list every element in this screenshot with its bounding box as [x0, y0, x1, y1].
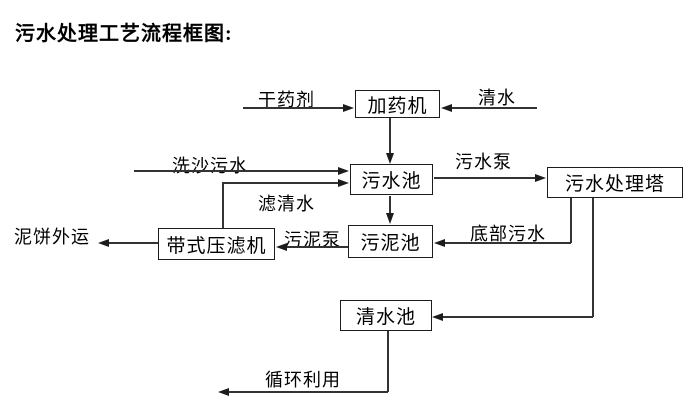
line-filtered-water-vertical	[222, 182, 224, 228]
line-dosing-to-sewage	[389, 118, 391, 154]
line-bottom-sewage-vertical	[570, 198, 572, 243]
node-belt-filter-press: 带式压滤机	[158, 228, 275, 260]
node-dosing-machine: 加药机	[355, 90, 440, 118]
arrowhead-left-icon	[276, 243, 287, 251]
node-sewage-treatment-tower: 污水处理塔	[547, 167, 683, 198]
line-sewage-pump	[434, 177, 535, 179]
label-filtered-water: 滤清水	[258, 194, 315, 214]
arrowhead-right-icon	[338, 167, 349, 175]
line-bottom-sewage	[445, 242, 571, 244]
arrowhead-right-icon	[343, 104, 354, 112]
label-clear-water: 清水	[478, 88, 516, 108]
label-dry-agent: 干药剂	[258, 90, 315, 110]
label-mud-cake-out: 泥饼外运	[14, 227, 90, 247]
page-title: 污水处理工艺流程框图:	[15, 23, 233, 45]
node-clear-water-pool: 清水池	[340, 300, 432, 331]
line-dry-agent	[243, 107, 343, 109]
label-sludge-pump: 污泥泵	[284, 230, 341, 250]
arrowhead-left-icon	[432, 313, 443, 321]
line-tower-to-clear-vertical	[592, 198, 594, 317]
arrowhead-down-icon	[386, 153, 394, 164]
node-sludge-pool: 污泥池	[348, 225, 433, 258]
arrowhead-left-icon	[98, 239, 109, 247]
arrowhead-right-icon	[338, 179, 349, 187]
label-bottom-sewage: 底部污水	[470, 224, 546, 244]
arrowhead-down-icon	[386, 213, 394, 224]
line-filtered-water	[222, 182, 338, 184]
label-recycle-use: 循环利用	[265, 370, 341, 390]
line-recycle-vertical	[387, 331, 389, 392]
label-sand-washing-sewage: 洗沙污水	[172, 156, 248, 176]
line-tower-to-clear	[443, 316, 593, 318]
line-sludge-pump	[287, 246, 348, 248]
arrowhead-left-icon	[434, 239, 445, 247]
line-sand-washing	[134, 170, 338, 172]
line-recycle	[229, 391, 388, 393]
arrowhead-left-icon	[218, 388, 229, 396]
arrowhead-right-icon	[535, 174, 546, 182]
label-sewage-pump: 污水泵	[455, 152, 512, 172]
node-sewage-pool: 污水池	[350, 164, 433, 195]
line-clear-water	[452, 107, 537, 109]
arrowhead-left-icon	[441, 104, 452, 112]
line-sewage-to-sludge	[389, 196, 391, 214]
line-mud-cake	[109, 242, 158, 244]
